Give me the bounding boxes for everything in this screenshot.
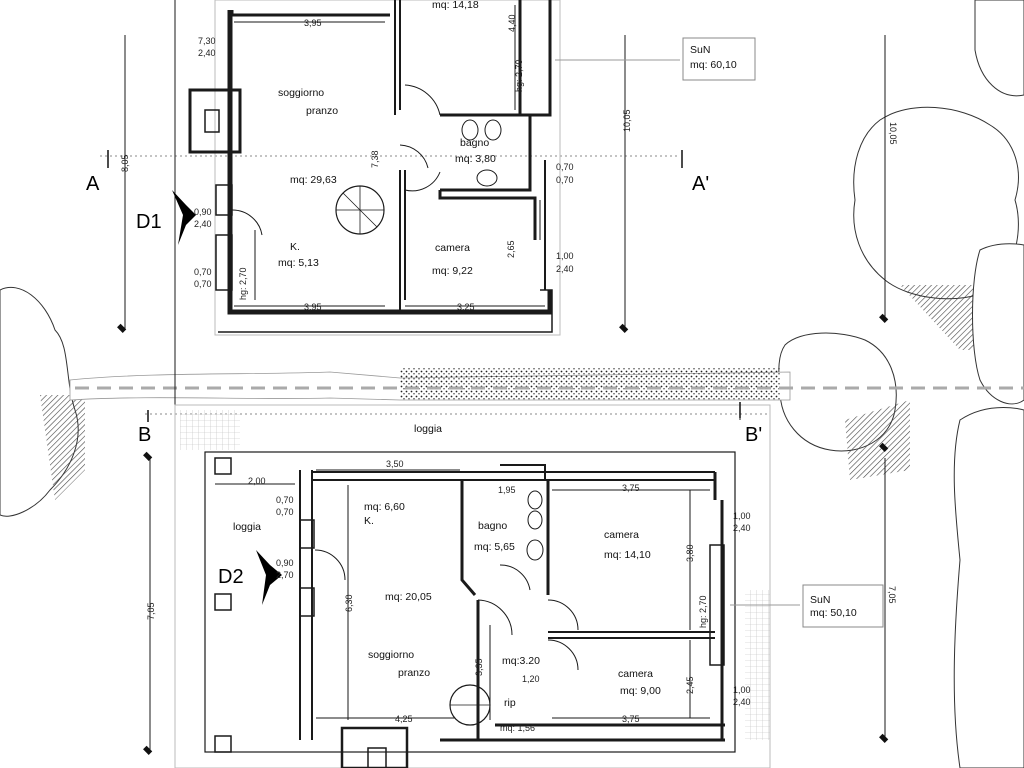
svg-text:1,00: 1,00	[733, 685, 751, 695]
svg-text:hg: 2,70: hg: 2,70	[514, 59, 524, 92]
svg-text:3,95: 3,95	[304, 18, 322, 28]
upper-k: K.	[290, 241, 300, 253]
svg-text:7,38: 7,38	[370, 150, 380, 168]
svg-text:0,70: 0,70	[194, 279, 212, 289]
svg-text:0,70: 0,70	[556, 175, 574, 185]
svg-text:2,40: 2,40	[733, 523, 751, 533]
section-a-left: A	[86, 173, 100, 195]
svg-text:10,05: 10,05	[622, 109, 632, 132]
upper-camera-area: mq: 9,22	[432, 265, 473, 277]
section-markers	[107, 150, 741, 422]
svg-text:3,95: 3,95	[304, 302, 322, 312]
axis-lines	[75, 155, 1024, 415]
lower-camera2: camera	[618, 668, 653, 680]
svg-text:1,20: 1,20	[522, 674, 540, 684]
svg-text:1,00: 1,00	[556, 251, 574, 261]
svg-text:8,05: 8,05	[120, 154, 130, 172]
svg-text:0,90: 0,90	[194, 207, 212, 217]
lower-sun-area: mq: 50,10	[810, 607, 857, 619]
svg-text:7,05: 7,05	[146, 602, 156, 620]
lower-dimensions: 2,00 3,50 1,95 3,75 3,75 4,25 6,30 3,35 …	[146, 459, 897, 724]
svg-text:6,30: 6,30	[344, 594, 354, 612]
lower-rip-area: mq: 1,56	[500, 723, 535, 733]
upper-bagno: bagno	[460, 137, 489, 149]
upper-sun-title: SuN	[690, 44, 710, 56]
lower-pranzo: pranzo	[398, 667, 430, 679]
svg-text:2,40: 2,40	[556, 264, 574, 274]
lower-soggiorno: soggiorno	[368, 649, 414, 661]
upper-pranzo: pranzo	[306, 105, 338, 117]
lower-rip: rip	[504, 697, 516, 709]
svg-text:2,70: 2,70	[276, 570, 294, 580]
section-a-right: A'	[692, 173, 709, 195]
svg-text:2,40: 2,40	[733, 697, 751, 707]
upper-soggiorno: soggiorno	[278, 87, 324, 99]
lower-sun-title: SuN	[810, 594, 830, 606]
lower-camera1: camera	[604, 529, 639, 541]
svg-text:4,40: 4,40	[507, 14, 517, 32]
svg-text:1,95: 1,95	[498, 485, 516, 495]
lower-plan	[149, 404, 886, 768]
lower-camera1-area: mq: 14,10	[604, 549, 651, 561]
upper-sun-area: mq: 60,10	[690, 59, 737, 71]
upper-bagno-area: mq: 3,80	[455, 153, 496, 165]
upper-dimensions: 3,95 3,95 3,25 4,40 hg: 2,70 7,30 2,40 7…	[120, 14, 898, 312]
svg-text:2,40: 2,40	[198, 48, 216, 58]
lower-corridor-area: mq:3.20	[502, 655, 540, 667]
upper-k-area: mq: 5,13	[278, 257, 319, 269]
svg-text:0,90: 0,90	[276, 558, 294, 568]
svg-text:0,70: 0,70	[276, 507, 294, 517]
svg-text:0,70: 0,70	[556, 162, 574, 172]
upper-living-area: mq: 29,63	[290, 174, 337, 186]
lower-bagno-area: mq: 5,65	[474, 541, 515, 553]
door-d1-label: D1	[136, 211, 162, 233]
upper-top-area: mq: 14,18	[432, 0, 479, 11]
svg-text:3,25: 3,25	[457, 302, 475, 312]
svg-text:1,00: 1,00	[733, 511, 751, 521]
section-b-left: B	[138, 424, 151, 446]
tick-marks	[117, 313, 889, 755]
lower-k-area: mq: 6,60	[364, 501, 405, 513]
svg-text:10,05: 10,05	[888, 122, 898, 145]
svg-text:7,05: 7,05	[887, 586, 897, 604]
svg-text:2,45: 2,45	[685, 676, 695, 694]
svg-text:7,30: 7,30	[198, 36, 216, 46]
svg-text:0,70: 0,70	[194, 267, 212, 277]
svg-text:3,35: 3,35	[474, 658, 484, 676]
svg-text:2,65: 2,65	[506, 240, 516, 258]
section-b-right: B'	[745, 424, 762, 446]
lower-bagno: bagno	[478, 520, 507, 532]
svg-text:3,75: 3,75	[622, 714, 640, 724]
door-arrows	[172, 190, 282, 605]
lower-loggia: loggia	[233, 521, 261, 533]
svg-text:2,40: 2,40	[194, 219, 212, 229]
svg-text:4,25: 4,25	[395, 714, 413, 724]
svg-text:0,70: 0,70	[276, 495, 294, 505]
lower-camera2-area: mq: 9,00	[620, 685, 661, 697]
svg-text:3,50: 3,50	[386, 459, 404, 469]
svg-text:2,00: 2,00	[248, 476, 266, 486]
lower-loggia-top: loggia	[414, 423, 442, 435]
lower-room-labels: loggia loggia mq: 6,60 K. mq: 20,05 sogg…	[233, 423, 857, 733]
upper-room-labels: mq: 14,18 soggiorno pranzo mq: 29,63 K. …	[278, 0, 737, 277]
svg-text:hg: 2,70: hg: 2,70	[238, 267, 248, 300]
lower-k: K.	[364, 515, 374, 527]
section-labels: A A' B B' D1 D2	[86, 173, 762, 588]
svg-text:3,75: 3,75	[622, 483, 640, 493]
upper-camera: camera	[435, 242, 470, 254]
door-d2-label: D2	[218, 566, 244, 588]
svg-text:hg: 2,70: hg: 2,70	[698, 595, 708, 628]
upper-plan	[124, 0, 886, 768]
lower-living-area: mq: 20,05	[385, 591, 432, 603]
svg-text:3,80: 3,80	[685, 544, 695, 562]
